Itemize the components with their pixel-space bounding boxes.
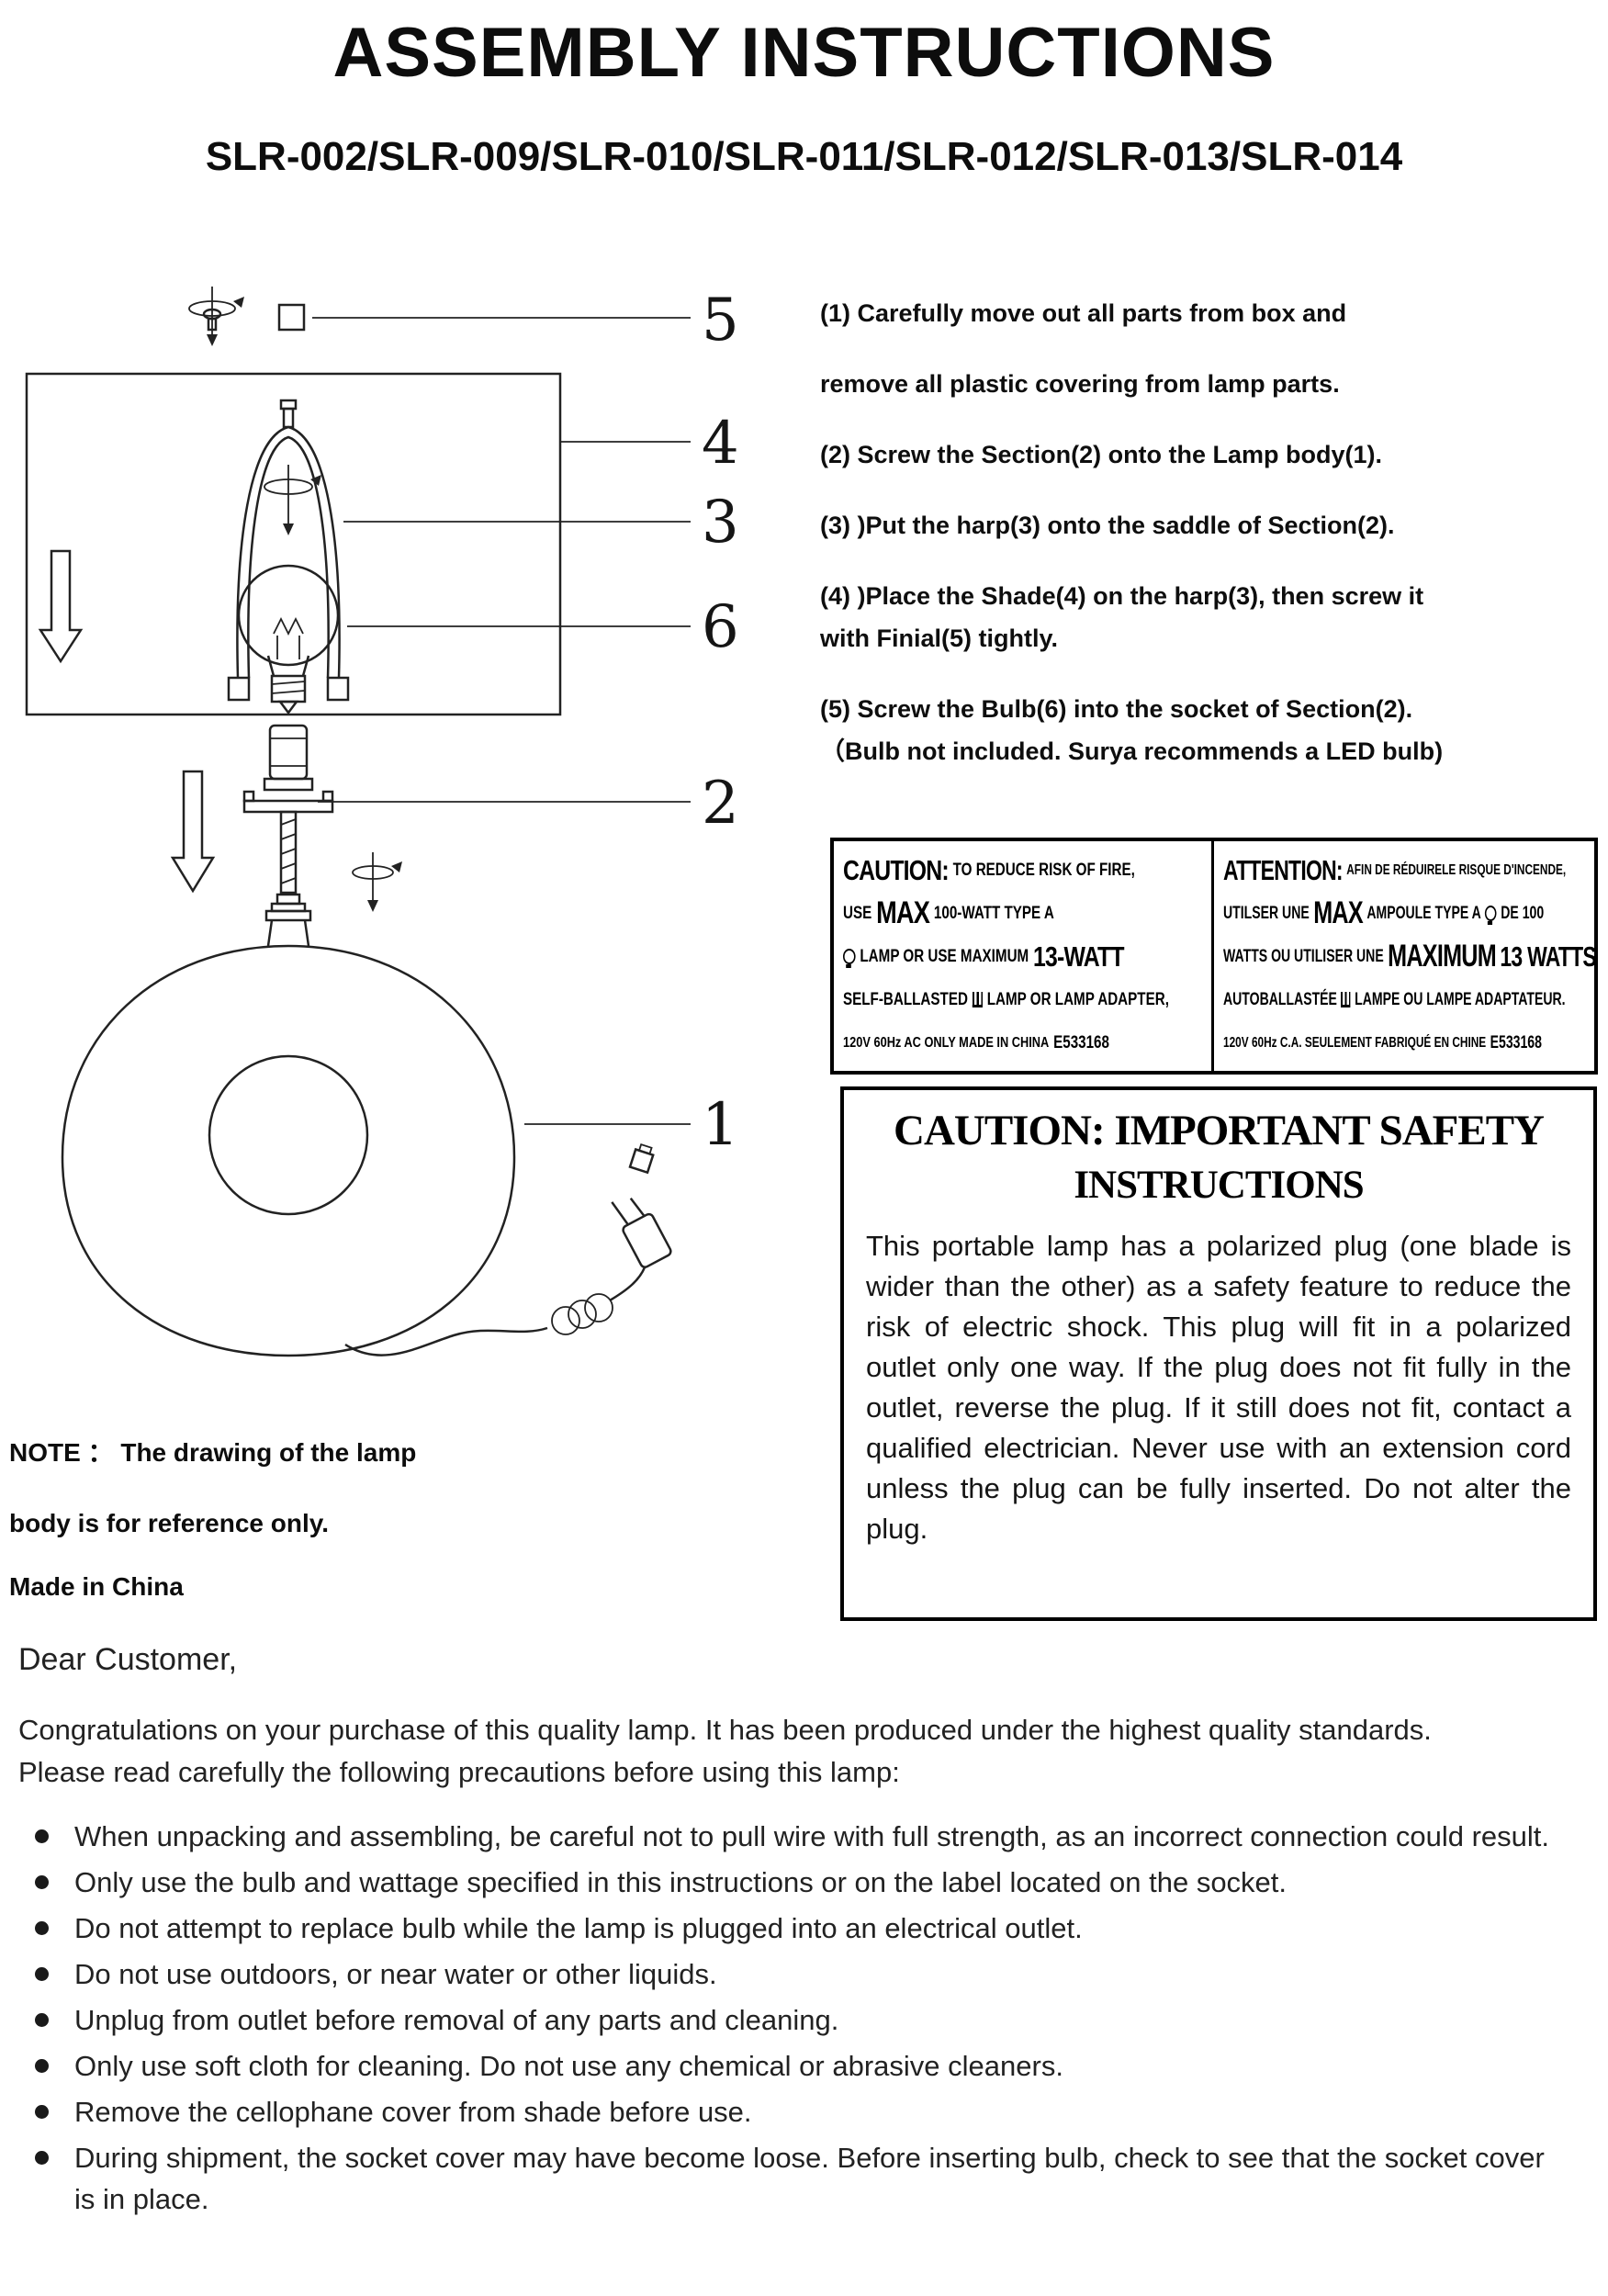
bullet-icon	[35, 1967, 49, 1981]
bullet-icon	[35, 2059, 49, 2073]
caution-en-line5: 120V 60Hz AC ONLY MADE IN CHINA E533168	[843, 1032, 1109, 1052]
lamp-body-part	[61, 893, 516, 1357]
cfl-bulb-icon	[1341, 992, 1351, 1007]
step-2: (2) Screw the Section(2) onto the Lamp b…	[820, 441, 1383, 468]
safety-title: CAUTION: IMPORTANT SAFETY INSTRUCTIONS	[894, 1107, 1545, 1207]
assembly-steps: (1) Carefully move out all parts from bo…	[820, 292, 1605, 801]
socket-part	[242, 724, 334, 895]
socket-rotation-arrow	[352, 852, 402, 912]
list-item: Unplug from outlet before removal of any…	[35, 1999, 1550, 2041]
down-arrow-icon	[38, 549, 84, 664]
step-4: (4) )Place the Shade(4) on the harp(3), …	[820, 582, 1424, 652]
step-5: (5) Screw the Bulb(6) into the socket of…	[820, 695, 1444, 765]
bulb-part	[237, 564, 340, 715]
shade-box	[25, 372, 562, 716]
part-number-1: 1	[702, 1091, 739, 1159]
caution-en-line4: SELF-BALLASTED LAMP OR LAMP ADAPTER,	[843, 989, 1169, 1009]
bullet-icon	[35, 1829, 49, 1843]
caution-fr-line4: AUTOBALLASTÉE LAMPE OU LAMPE ADAPTATEUR.	[1223, 989, 1566, 1009]
customer-notice: Dear Customer, Congratulations on your p…	[18, 1642, 1591, 2224]
bullet-icon	[35, 2013, 49, 2027]
cfl-bulb-icon	[972, 992, 983, 1007]
part-number-4: 4	[702, 410, 739, 478]
finial-nut	[277, 303, 306, 332]
model-numbers: SLR-002/SLR-009/SLR-010/SLR-011/SLR-012/…	[205, 134, 1403, 179]
list-item: During shipment, the socket cover may ha…	[35, 2137, 1550, 2220]
greeting: Dear Customer,	[18, 1642, 238, 1677]
assembly-diagram: 5 4 3 6 2 1	[24, 274, 768, 1385]
bulb-icon	[843, 949, 856, 968]
cert-number: E533168	[1490, 1032, 1542, 1052]
page-title: ASSEMBLY INSTRUCTIONS	[332, 14, 1276, 92]
attention-word: ATTENTION:	[1223, 853, 1344, 886]
power-cord	[344, 1266, 647, 1356]
list-item: Only use the bulb and wattage specified …	[35, 1862, 1550, 1903]
safety-body-text: This portable lamp has a polarized plug …	[866, 1230, 1571, 1545]
intro-paragraph: Congratulations on your purchase of this…	[18, 1714, 1432, 1788]
list-item: When unpacking and assembling, be carefu…	[35, 1816, 1550, 1857]
harp-part	[227, 399, 350, 702]
bulb-icon	[1485, 906, 1497, 925]
plug-cap	[628, 1142, 655, 1175]
caution-fr-line1: ATTENTION: AFIN DE RÉDUIRELE RISQUE D'IN…	[1223, 853, 1567, 886]
caution-fr-line3: WATTS OU UTILISER UNE MAXIMUM 13 WATTS	[1223, 939, 1594, 974]
part-number-5: 5	[702, 287, 739, 355]
part-number-6: 6	[702, 593, 739, 661]
list-item: Do not use outdoors, or near water or ot…	[35, 1953, 1550, 1995]
step-1-line-1: (1) Carefully move out all parts from bo…	[820, 299, 1347, 327]
step-1-line-2: remove all plastic covering from lamp pa…	[820, 370, 1340, 398]
caution-fr-line5: 120V 60Hz C.A. SEULEMENT FABRIQUÉ EN CHI…	[1223, 1032, 1542, 1052]
list-item: Remove the cellophane cover from shade b…	[35, 2091, 1550, 2133]
part-number-3: 3	[702, 489, 739, 557]
finial-part	[188, 287, 244, 346]
made-in-china: Made in China	[9, 1572, 184, 1601]
wattage-caution-label: CAUTION: TO REDUCE RISK OF FIRE, USE MAX…	[830, 838, 1598, 1075]
list-item: Do not attempt to replace bulb while the…	[35, 1908, 1550, 1949]
list-item: Only use soft cloth for cleaning. Do not…	[35, 2045, 1550, 2087]
bullet-icon	[35, 1921, 49, 1935]
caution-en-line1: CAUTION: TO REDUCE RISK OF FIRE,	[843, 853, 1135, 886]
harp-rotation-arrow	[264, 465, 321, 535]
down-arrow-icon	[170, 770, 216, 894]
precaution-list: When unpacking and assembling, be carefu…	[18, 1816, 1591, 2220]
caution-en-line3: LAMP OR USE MAXIMUM 13-WATT	[843, 935, 1202, 978]
step-3: (3) )Put the harp(3) onto the saddle of …	[820, 512, 1395, 539]
caution-label-english: CAUTION: TO REDUCE RISK OF FIRE, USE MAX…	[834, 841, 1214, 1071]
power-plug	[611, 1198, 672, 1268]
caution-fr-line2: UTILSER UNE MAX AMPOULE TYPE A DE 100	[1223, 895, 1545, 930]
note-text: NOTE ： The drawing of the lamp body is f…	[9, 1438, 417, 1537]
bullet-icon	[35, 2105, 49, 2119]
part-number-2: 2	[702, 770, 739, 838]
caution-en-line2: USE MAX 100-WATT TYPE A	[843, 895, 1054, 930]
caution-label-french: ATTENTION: AFIN DE RÉDUIRELE RISQUE D'IN…	[1214, 841, 1594, 1071]
caution-word: CAUTION:	[843, 853, 950, 886]
safety-instructions-box: CAUTION: IMPORTANT SAFETY INSTRUCTIONS T…	[840, 1086, 1597, 1621]
bullet-icon	[35, 1875, 49, 1889]
cert-number: E533168	[1053, 1032, 1109, 1052]
bullet-icon	[35, 2151, 49, 2165]
